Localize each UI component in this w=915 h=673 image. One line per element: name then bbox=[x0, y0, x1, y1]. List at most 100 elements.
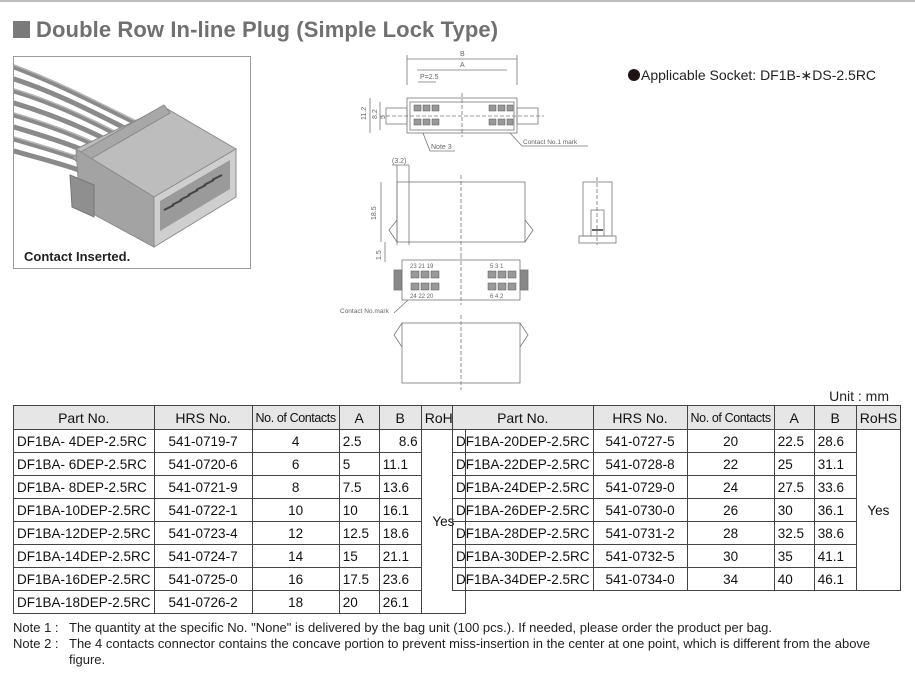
cell-part-no: DF1BA- 6DEP-2.5RC bbox=[13, 452, 155, 476]
cell-a: 15 bbox=[338, 544, 380, 568]
contact-cavities-top bbox=[413, 104, 514, 126]
cell-rohs: Yes bbox=[855, 429, 902, 591]
cell-no-of-contacts: 16 bbox=[251, 567, 340, 591]
housing-cavity bbox=[160, 160, 230, 231]
cell-part-no: DF1BA-20DEP-2.5RC bbox=[452, 429, 594, 453]
cell-a: 2.5 bbox=[338, 429, 380, 453]
dim-18-5-label: 18.5 bbox=[371, 206, 378, 220]
cell-b: 28.6 bbox=[813, 429, 857, 453]
cell-no-of-contacts: 8 bbox=[251, 475, 340, 499]
connector-photo-illustration bbox=[14, 64, 237, 248]
cell-b: 8.6 bbox=[378, 429, 422, 453]
cell-a: 5 bbox=[338, 452, 380, 476]
cell-hrs-no: 541-0723-4 bbox=[153, 521, 253, 545]
contact-pins bbox=[163, 174, 223, 211]
note-2-text: The 4 contacts connector contains the co… bbox=[69, 636, 871, 667]
cell-hrs-no: 541-0732-5 bbox=[592, 544, 688, 568]
cell-a: 20 bbox=[338, 590, 380, 614]
cell-no-of-contacts: 20 bbox=[686, 429, 775, 453]
cell-a: 32.5 bbox=[773, 521, 815, 545]
cell-part-no: DF1BA-24DEP-2.5RC bbox=[452, 475, 594, 499]
top-rule bbox=[0, 0, 915, 2]
header-a: A bbox=[773, 405, 815, 430]
cell-no-of-contacts: 34 bbox=[686, 567, 775, 591]
cell-hrs-no: 541-0729-0 bbox=[592, 475, 688, 499]
cell-no-of-contacts: 12 bbox=[251, 521, 340, 545]
cell-b: 23.6 bbox=[378, 567, 422, 591]
housing-latch bbox=[69, 174, 95, 218]
technical-drawing: B A P=2.5 11.2 8.2 5 Note 3 bbox=[330, 45, 660, 395]
header-rohs: RoHS bbox=[855, 405, 902, 430]
cell-a: 17.5 bbox=[338, 567, 380, 591]
bottom-view: 23 21 19 5 3 1 24 22 20 6 4 2 Contact No… bbox=[340, 255, 529, 315]
cell-a: 22.5 bbox=[773, 429, 815, 453]
cell-part-no: DF1BA-16DEP-2.5RC bbox=[13, 567, 155, 591]
cell-no-of-contacts: 24 bbox=[686, 475, 775, 499]
applicable-socket: Applicable Socket: DF1B-∗DS-2.5RC bbox=[628, 67, 876, 84]
cell-hrs-no: 541-0728-8 bbox=[592, 452, 688, 476]
top-view: B A P=2.5 11.2 8.2 5 Note 3 bbox=[361, 51, 588, 152]
cell-part-no: DF1BA-30DEP-2.5RC bbox=[452, 544, 594, 568]
cell-a: 35 bbox=[773, 544, 815, 568]
cell-a: 7.5 bbox=[338, 475, 380, 499]
page-title-text: Double Row In-line Plug (Simple Lock Typ… bbox=[36, 17, 499, 42]
dim-11-2-label: 11.2 bbox=[361, 107, 368, 120]
cell-b: 38.6 bbox=[813, 521, 857, 545]
cell-no-of-contacts: 26 bbox=[686, 498, 775, 522]
top-row-left-numbers: 23 21 19 bbox=[410, 264, 434, 270]
top-view-body bbox=[406, 97, 518, 134]
spec-table-right: Part No. HRS No. No. of Contacts A B RoH… bbox=[452, 405, 902, 591]
cell-b: 33.6 bbox=[813, 475, 857, 499]
cell-no-of-contacts: 22 bbox=[686, 452, 775, 476]
cell-part-no: DF1BA-14DEP-2.5RC bbox=[13, 544, 155, 568]
note-1: Note 1 : The quantity at the specific No… bbox=[13, 620, 908, 636]
pitch-label: P=2.5 bbox=[420, 74, 439, 81]
cell-hrs-no: 541-0722-1 bbox=[153, 498, 253, 522]
note-2: Note 2 : The 4 contacts connector contai… bbox=[13, 636, 908, 668]
cell-part-no: DF1BA-12DEP-2.5RC bbox=[13, 521, 155, 545]
cell-a: 27.5 bbox=[773, 475, 815, 499]
header-a: A bbox=[338, 405, 380, 430]
cell-b: 41.1 bbox=[813, 544, 857, 568]
drawing-svg: B A P=2.5 11.2 8.2 5 Note 3 bbox=[340, 51, 617, 390]
dim-3-2-label: (3.2) bbox=[392, 158, 406, 165]
contact-no-mark-label: Contact No.mark bbox=[340, 308, 390, 315]
side-view: (3.2) 18.5 1.5 bbox=[371, 158, 534, 262]
header-no-of-contacts: No. of Contacts bbox=[686, 405, 775, 430]
top-row-right-numbers: 5 3 1 bbox=[490, 264, 504, 270]
cell-part-no: DF1BA-26DEP-2.5RC bbox=[452, 498, 594, 522]
cell-hrs-no: 541-0726-2 bbox=[153, 590, 253, 614]
contact-no1-mark-label: Contact No.1 mark bbox=[523, 139, 578, 146]
cell-part-no: DF1BA-10DEP-2.5RC bbox=[13, 498, 155, 522]
cell-no-of-contacts: 18 bbox=[251, 590, 340, 614]
cell-hrs-no: 541-0719-7 bbox=[153, 429, 253, 453]
note-1-label: Note 1 : bbox=[13, 620, 59, 635]
cell-b: 18.6 bbox=[378, 521, 422, 545]
cell-part-no: DF1BA- 4DEP-2.5RC bbox=[13, 429, 155, 453]
photo-caption: Contact Inserted. bbox=[24, 249, 131, 264]
cell-hrs-no: 541-0720-6 bbox=[153, 452, 253, 476]
cell-no-of-contacts: 30 bbox=[686, 544, 775, 568]
cell-b: 26.1 bbox=[378, 590, 422, 614]
cell-b: 13.6 bbox=[378, 475, 422, 499]
header-hrs-no: HRS No. bbox=[153, 405, 253, 430]
applicable-socket-text: Applicable Socket: DF1B-∗DS-2.5RC bbox=[641, 67, 877, 83]
cell-hrs-no: 541-0724-7 bbox=[153, 544, 253, 568]
end-view bbox=[578, 177, 617, 245]
note-2-label: Note 2 : bbox=[13, 636, 59, 651]
cell-hrs-no: 541-0731-2 bbox=[592, 521, 688, 545]
cell-hrs-no: 541-0725-0 bbox=[153, 567, 253, 591]
note-1-text: The quantity at the specific No. "None" … bbox=[69, 620, 772, 635]
cell-b: 16.1 bbox=[378, 498, 422, 522]
